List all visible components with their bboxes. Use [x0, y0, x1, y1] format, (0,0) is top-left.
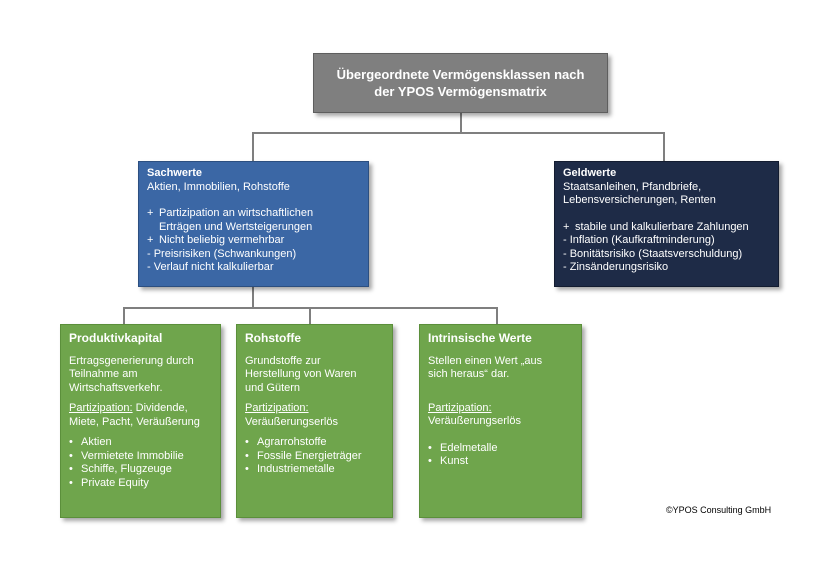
- geldwerte-node: Geldwerte Staatsanleihen, Pfandbriefe, L…: [554, 161, 779, 287]
- connector-to-sachwerte: [252, 132, 254, 161]
- connector-to-produktivkapital: [123, 307, 125, 324]
- list-item-text: Private Equity: [81, 476, 149, 489]
- list-item: • Vermietete Immobilie: [69, 450, 212, 464]
- produktivkapital-node: Produktivkapital Ertragsgenerierung durc…: [60, 324, 221, 518]
- list-item: • Agrarrohstoffe: [245, 436, 384, 450]
- rohstoffe-desc-line: Herstellung von Waren: [245, 368, 357, 380]
- list-item-text: Industriemetalle: [257, 463, 335, 475]
- sachwerte-pro-text-cont: Erträgen und Wertsteigerungen: [159, 220, 313, 233]
- connector-to-geldwerte: [663, 132, 665, 161]
- rohstoffe-node: Rohstoffe Grundstoffe zur Herstellung vo…: [236, 324, 393, 518]
- intrinsisch-partizipation-line2: Veräußerungserlös: [428, 415, 521, 427]
- intrinsisch-node: Intrinsische Werte Stellen einen Wert „a…: [419, 324, 582, 518]
- bullet-icon: •: [69, 476, 73, 489]
- bullet-icon: •: [428, 441, 432, 454]
- bullet-icon: •: [245, 436, 249, 448]
- list-item: • Edelmetalle: [428, 442, 573, 456]
- sachwerte-pro-text: Partizipation an wirtschaftlichen: [159, 207, 314, 219]
- rohstoffe-desc-line: Grundstoffe zur: [245, 354, 321, 367]
- rohstoffe-title: Rohstoffe: [245, 331, 301, 345]
- root-node: Übergeordnete Vermögensklassen nach der …: [313, 53, 608, 113]
- geldwerte-con-item: - Bonitätsrisiko (Staatsverschuldung): [563, 247, 743, 260]
- connector-top-horizontal: [252, 132, 665, 134]
- list-item-text: Aktien: [81, 436, 112, 448]
- bullet-icon: •: [428, 455, 432, 467]
- intrinsisch-desc-line: Stellen einen Wert „aus: [428, 354, 543, 367]
- geldwerte-subtitle-line1: Staatsanleihen, Pfandbriefe,: [563, 180, 702, 193]
- list-item: • Industriemetalle: [245, 463, 384, 477]
- list-item-text: Schiffe, Flugzeuge: [81, 463, 172, 475]
- root-title-line2: der YPOS Vermögensmatrix: [374, 84, 547, 99]
- geldwerte-pro-item: + stabile und kalkulierbare Zahlungen: [563, 221, 770, 235]
- plus-marker: +: [563, 220, 570, 233]
- sachwerte-pro-item: + Partizipation an wirtschaftlichen: [147, 207, 360, 221]
- produktivkapital-desc-line: Teilnahme am: [69, 368, 138, 380]
- bullet-icon: •: [245, 449, 249, 462]
- bullet-icon: •: [245, 463, 249, 475]
- sachwerte-pro-item: + Nicht beliebig vermehrbar: [147, 234, 360, 248]
- produktivkapital-title: Produktivkapital: [69, 331, 163, 345]
- list-item-text: Fossile Energieträger: [257, 449, 362, 462]
- intrinsisch-desc-line: sich heraus“ dar.: [428, 368, 510, 380]
- connector-root-down: [460, 113, 462, 133]
- geldwerte-con-item: - Zinsänderungsrisiko: [563, 261, 669, 273]
- connector-sachwerte-down: [252, 287, 254, 308]
- connector-to-intrinsisch: [496, 307, 498, 324]
- partizipation-label: Partizipation:: [245, 402, 309, 414]
- bullet-icon: •: [69, 449, 73, 462]
- partizipation-label: Partizipation:: [428, 401, 492, 414]
- sachwerte-node: Sachwerte Aktien, Immobilien, Rohstoffe …: [138, 161, 369, 287]
- geldwerte-con-item: - Inflation (Kaufkraftminderung): [563, 234, 715, 246]
- list-item-text: Vermietete Immobilie: [81, 449, 184, 462]
- connector-to-rohstoffe: [309, 307, 311, 324]
- produktivkapital-partizipation: Partizipation: Dividende,: [69, 402, 212, 416]
- rohstoffe-partizipation-line2: Veräußerungserlös: [245, 415, 338, 428]
- geldwerte-subtitle-line2: Lebensversicherungen, Renten: [563, 194, 716, 206]
- produktivkapital-partizipation-line2: Miete, Pacht, Veräußerung: [69, 415, 200, 428]
- sachwerte-subtitle: Aktien, Immobilien, Rohstoffe: [147, 180, 290, 193]
- partizipation-label: Partizipation:: [69, 402, 133, 414]
- intrinsisch-title: Intrinsische Werte: [428, 331, 532, 345]
- sachwerte-title: Sachwerte: [147, 167, 203, 179]
- rohstoffe-desc-line: und Gütern: [245, 381, 301, 394]
- produktivkapital-desc-line: Wirtschaftsverkehr.: [69, 381, 163, 394]
- list-item: • Kunst: [428, 455, 573, 469]
- plus-marker: +: [147, 207, 154, 219]
- geldwerte-pro-text: stabile und kalkulierbare Zahlungen: [575, 220, 749, 233]
- list-item-text: Agrarrohstoffe: [257, 436, 327, 448]
- bullet-icon: •: [69, 463, 73, 475]
- partizipation-value: Dividende,: [132, 402, 188, 414]
- sachwerte-con-item: - Verlauf nicht kalkulierbar: [147, 261, 274, 273]
- list-item: • Aktien: [69, 436, 212, 450]
- list-item-text: Edelmetalle: [440, 441, 498, 454]
- list-item-text: Kunst: [440, 455, 469, 467]
- list-item: • Schiffe, Flugzeuge: [69, 463, 212, 477]
- produktivkapital-desc-line: Ertragsgenerierung durch: [69, 354, 194, 367]
- list-item: • Fossile Energieträger: [245, 450, 384, 464]
- bullet-icon: •: [69, 436, 73, 448]
- root-title-line1: Übergeordnete Vermögensklassen nach: [336, 67, 585, 82]
- list-item: • Private Equity: [69, 477, 212, 491]
- sachwerte-pro-text: Nicht beliebig vermehrbar: [159, 234, 285, 246]
- copyright-note: ©YPOS Consulting GmbH: [666, 505, 772, 515]
- plus-marker: +: [147, 234, 154, 246]
- geldwerte-title: Geldwerte: [563, 167, 617, 179]
- sachwerte-con-item: - Preisrisiken (Schwankungen): [147, 247, 297, 260]
